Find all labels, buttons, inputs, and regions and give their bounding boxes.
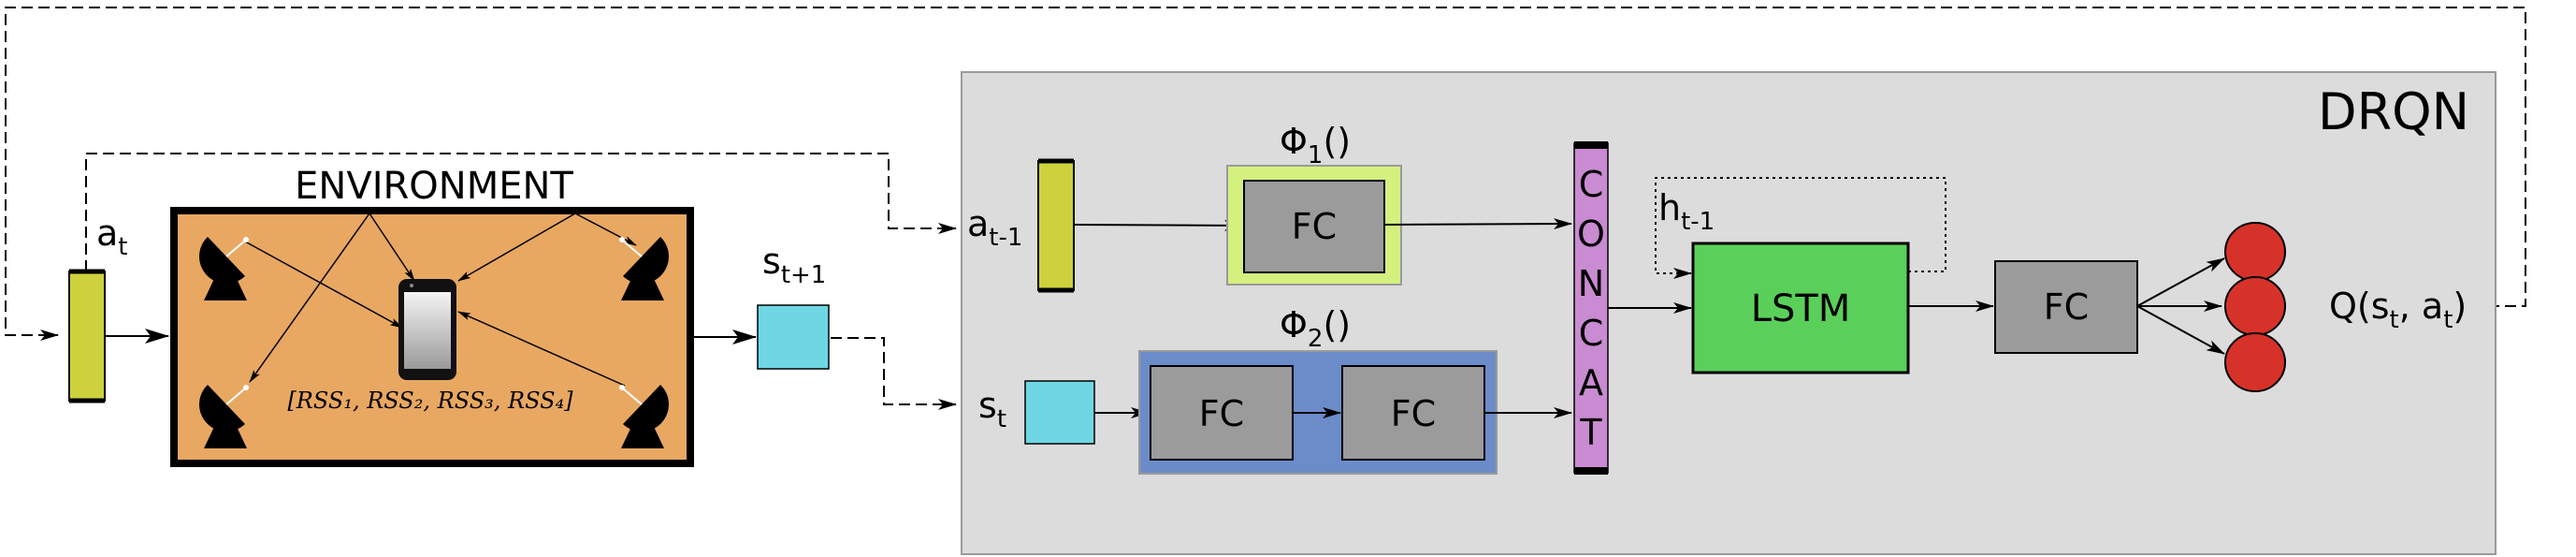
lstm-label: LSTM [1751,287,1851,330]
fc-output-label: FC [2044,286,2089,328]
smartphone-icon [398,279,456,380]
phi1-label: Φ1() [1280,121,1351,169]
concat-letter: C [1579,313,1604,354]
lstm-block [1691,242,1910,374]
q-node [2224,332,2286,392]
phi2-label: Φ2() [1280,304,1351,353]
label-s-t-plus-1: st+1 [762,241,826,289]
state-box-s-t [1024,380,1095,445]
phi1-fc [1243,180,1385,273]
concat-letter: O [1577,213,1605,255]
concat-letter: T [1579,412,1602,453]
rss-label: [RSS₁, RSS₂, RSS₃, RSS₄] [287,388,573,414]
phi2-fc-2 [1341,365,1485,461]
label-h-t-minus-1: ht-1 [1658,187,1715,236]
action-bar-a-t-minus-1 [1037,160,1075,291]
lstm-recurrence [1655,177,1946,279]
concat-letter: C [1579,164,1604,205]
q-value-nodes [2224,222,2286,392]
phi1-fc-label: FC [1292,206,1337,247]
phi2-fc-2-label: FC [1391,393,1436,434]
environment-signal-lines [244,213,637,387]
label-s-t: st [978,385,1006,433]
concat-letter: N [1578,263,1604,304]
drqn-title: DRQN [2318,82,2469,141]
label-q-output: Q(st, at) [2329,286,2467,334]
label-a-t-minus-1: at-1 [967,203,1022,252]
environment-title: ENVIRONMENT [295,165,573,208]
concat-block: C O N C A T [1573,141,1609,475]
action-bar-at [68,271,106,402]
q-node [2224,276,2286,336]
q-node [2224,222,2286,282]
q-arrows [2136,257,2225,355]
label-a-t: at [96,213,128,261]
phi2-fc-1-label: FC [1199,393,1244,434]
concat-letter: A [1579,362,1603,403]
feedback-loop [5,7,2526,410]
state-box-s-t-plus-1 [757,304,830,370]
